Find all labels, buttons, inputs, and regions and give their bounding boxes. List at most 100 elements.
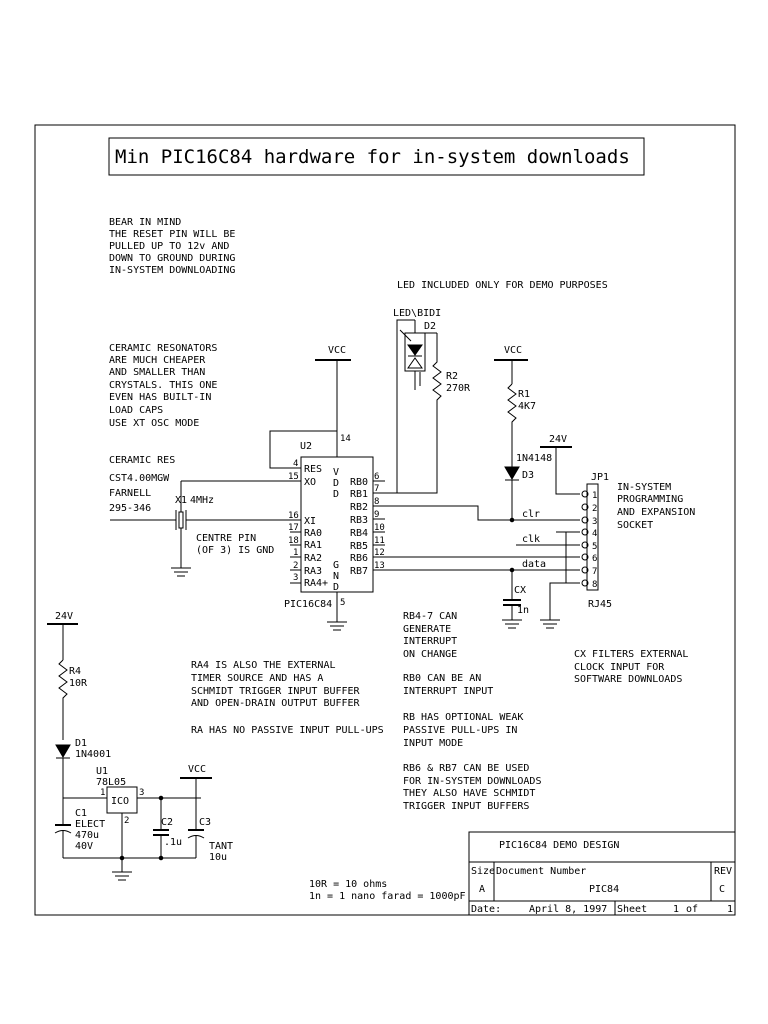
pin-num: 13 [374, 561, 385, 571]
note-line: INTERRUPT [403, 636, 457, 647]
jp1-pin: 7 [592, 567, 597, 577]
u1-pin: 3 [139, 788, 144, 798]
jp1-pin: 1 [592, 491, 597, 501]
title-block: PIC16C84 DEMO DESIGN Size A Document Num… [468, 831, 736, 916]
pin-name-rb5: RB5 [350, 541, 368, 552]
note-line: SCHMIDT TRIGGER INPUT BUFFER [191, 686, 361, 697]
r1-ref: R1 [518, 389, 530, 400]
resonator-note: CERAMIC RESONATORS ARE MUCH CHEAPER AND … [109, 343, 217, 429]
pin-num: 16 [288, 511, 299, 521]
vdd-label: D [333, 478, 339, 489]
units-note: 1n = 1 nano farad = 1000pF [309, 891, 466, 902]
note-line: ON CHANGE [403, 649, 457, 660]
gnd-label: N [333, 571, 339, 582]
note-line: AND OPEN-DRAIN OUTPUT BUFFER [191, 698, 361, 709]
pin-num: 7 [374, 484, 379, 494]
note-line: INPUT MODE [403, 738, 463, 749]
pin-name-res: RES [304, 464, 322, 475]
cx-ref: CX [514, 585, 526, 596]
u1-body-label: ICO [111, 796, 129, 807]
net-data: data [522, 559, 546, 570]
pin-num: 4 [293, 459, 298, 469]
diode-icon [55, 744, 71, 759]
note-line: CLOCK INPUT FOR [574, 662, 665, 673]
pin-num: 17 [288, 523, 299, 533]
note-line: AND SMALLER THAN [109, 367, 205, 378]
note-line: DOWN TO GROUND DURING [109, 253, 235, 264]
note-line: 295-346 [109, 503, 151, 514]
vcc-label: VCC [504, 345, 522, 356]
size-label: Size [471, 866, 495, 877]
diode-icon [504, 466, 520, 481]
note-line: RB6 & RB7 CAN BE USED [403, 763, 529, 774]
pin-num: 2 [293, 561, 298, 571]
rev-label: REV [714, 866, 732, 877]
note-line: CERAMIC RES [109, 455, 175, 466]
u2-part: PIC16C84 [284, 599, 332, 610]
size-value: A [479, 884, 485, 895]
ground-icon [171, 567, 191, 577]
note-line: SOCKET [617, 520, 653, 531]
vcc-label: VCC [188, 764, 206, 775]
note-line: PULLED UP TO 12v AND [109, 241, 229, 252]
vdd-label: V [333, 467, 339, 478]
of-label: of [686, 904, 698, 915]
date-label: Date: [471, 904, 501, 915]
note-line: PROGRAMMING [617, 494, 683, 505]
led-note: LED INCLUDED ONLY FOR DEMO PURPOSES [397, 280, 608, 291]
rb67-note: RB6 & RB7 CAN BE USED FOR IN-SYSTEM DOWN… [403, 763, 541, 812]
vcc-label: VCC [328, 345, 346, 356]
note-line: AND EXPANSION [617, 507, 695, 518]
c2-ref: C2 [161, 817, 173, 828]
d3-value: 1N4148 [516, 453, 552, 464]
u1-pin: 2 [124, 816, 129, 826]
d3-ref: D3 [522, 470, 534, 481]
jp1-pin: 8 [592, 580, 597, 590]
note-line: TIMER SOURCE AND HAS A [191, 673, 323, 684]
pin-name-ra4: RA4+ [304, 578, 328, 589]
u1-part: 78L05 [96, 777, 126, 788]
isp-note: IN-SYSTEM PROGRAMMING AND EXPANSION SOCK… [617, 482, 695, 531]
of-value: 1 [727, 904, 733, 915]
note-line: CST4.00MGW [109, 473, 170, 484]
pin-name-rb6: RB6 [350, 553, 368, 564]
pin-name-rb1: RB1 [350, 489, 368, 500]
c3-value: 10u [209, 852, 227, 863]
sheet-border [34, 124, 736, 916]
u1-ref: U1 [96, 766, 108, 777]
pin-num: 6 [374, 472, 379, 482]
c1-type: ELECT [75, 819, 105, 830]
resistor-icon [507, 383, 517, 448]
date-value: April 8, 1997 [529, 904, 607, 915]
rb-pullups-note: RB HAS OPTIONAL WEAK PASSIVE PULL-UPS IN… [403, 712, 523, 749]
d1-value: 1N4001 [75, 749, 111, 760]
note-line: EVEN HAS BUILT-IN [109, 392, 211, 403]
pin-name-ra2: RA2 [304, 553, 322, 564]
c1-value: 470u [75, 830, 99, 841]
pin-name-ra1: RA1 [304, 540, 322, 551]
pin-name-rb2: RB2 [350, 502, 368, 513]
pin-num: 11 [374, 536, 385, 546]
vdd-label: D [333, 489, 339, 500]
docnum-label: Document Number [496, 866, 586, 877]
c1-voltage: 40V [75, 841, 93, 852]
c3-ref: C3 [199, 817, 211, 828]
note-line: GENERATE [403, 624, 451, 635]
pin-name-ra0: RA0 [304, 528, 322, 539]
pin-name-ra3: RA3 [304, 566, 322, 577]
jp1-pin: 5 [592, 542, 597, 552]
title-box [108, 137, 645, 176]
reset-note: BEAR IN MIND THE RESET PIN WILL BE PULLE… [109, 217, 235, 276]
led-icon [399, 329, 426, 386]
jp1-connector: JP1 RJ45 1 2 3 4 5 6 7 8 [581, 472, 612, 610]
note-line: LOAD CAPS [109, 405, 163, 416]
note-line: RB0 CAN BE AN [403, 673, 481, 684]
pin-name-rb0: RB0 [350, 477, 368, 488]
jp1-pin: 4 [592, 529, 597, 539]
note-line: IN-SYSTEM [617, 482, 671, 493]
page-title: Min PIC16C84 hardware for in-system down… [115, 146, 630, 168]
c2-value: .1u [164, 837, 182, 848]
u2-ref: U2 [300, 441, 312, 452]
note-line: FOR IN-SYSTEM DOWNLOADS [403, 776, 541, 787]
